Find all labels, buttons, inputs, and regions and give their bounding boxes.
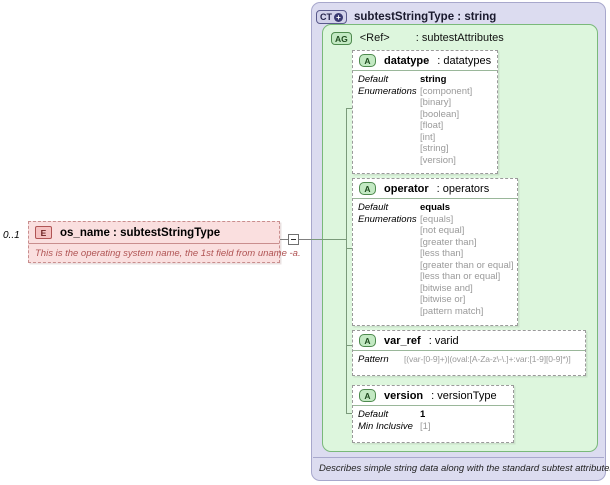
connector-branch-version xyxy=(346,413,353,414)
element-title: os_name : subtestStringType xyxy=(60,226,221,239)
enumeration-item: [float] xyxy=(420,120,444,131)
facet-value: string xyxy=(420,74,447,85)
facet-row: Min Inclusive [1] xyxy=(358,421,509,433)
enumeration-item: [int] xyxy=(420,131,436,143)
facet-value: 1 xyxy=(420,409,426,420)
element-badge-icon: E xyxy=(35,226,52,239)
element-documentation: This is the operating system name, the 1… xyxy=(35,248,301,259)
enumeration-item: [bitwise and] xyxy=(420,282,473,294)
attribute-type: : operators xyxy=(436,182,490,195)
attribute-name: version xyxy=(384,389,424,402)
attribute-box-version[interactable]: A version : versionType Default 1 Min In… xyxy=(352,385,514,443)
enumeration-item: [binary] xyxy=(420,97,452,108)
attribute-name: datatype xyxy=(384,54,430,67)
connector-trunk-horizontal xyxy=(311,239,346,240)
attribute-badge-icon: A xyxy=(359,182,376,195)
facet-row: Enumerations xyxy=(358,214,513,226)
expand-plus-icon[interactable]: + xyxy=(334,12,343,22)
attribute-type: : datatypes xyxy=(437,54,492,67)
connector-branch-operator xyxy=(346,248,353,249)
attribute-group-header: AG <Ref> : subtestAttributes xyxy=(331,30,504,46)
attribute-group-badge-icon: AG xyxy=(331,31,352,45)
connector-trunk-vertical xyxy=(346,108,347,413)
attribute-type: : varid xyxy=(428,334,459,347)
attribute-type: : versionType xyxy=(431,389,497,402)
element-box-os-name[interactable]: E os_name : subtestStringType This is th… xyxy=(28,221,301,263)
attribute-name: var_ref xyxy=(384,334,421,347)
attribute-name: operator xyxy=(384,182,429,195)
cardinality-label: 0..1 xyxy=(3,230,20,241)
facet-value: [(var-[0-9]+)|(oval:[A-Za-z\-\.]+:var:[1… xyxy=(404,354,571,364)
complex-type-footer: Describes simple string data along with … xyxy=(313,457,610,479)
facet-label: Default xyxy=(358,202,389,213)
enumeration-item: [pattern match] xyxy=(420,305,484,317)
attribute-body: Default string Enumerations [component][… xyxy=(353,71,497,170)
facet-value: [1] xyxy=(420,420,431,432)
facet-label: Pattern xyxy=(358,354,389,365)
attribute-header: A version : versionType xyxy=(353,386,513,406)
attribute-badge-icon: A xyxy=(359,389,376,402)
attribute-header: A datatype : datatypes xyxy=(353,51,497,71)
facet-label: Enumerations xyxy=(358,85,417,97)
enumeration-item: [version] xyxy=(420,154,456,166)
enumeration-item: [string] xyxy=(420,143,449,154)
enumeration-item: [less than] xyxy=(420,248,464,259)
connector-branch-datatype xyxy=(346,108,353,109)
facet-label: Default xyxy=(358,409,389,420)
collapse-toggle-minus-icon[interactable] xyxy=(288,234,299,245)
enumeration-list: [equals][not equal][greater than][less t… xyxy=(420,214,513,318)
enumeration-item: [bitwise or] xyxy=(420,294,466,305)
enumeration-item: [greater than] xyxy=(420,236,477,248)
facet-row: Default string xyxy=(358,74,493,86)
facet-label: Min Inclusive xyxy=(358,420,413,432)
attribute-box-var-ref[interactable]: A var_ref : varid Pattern [(var-[0-9]+)|… xyxy=(352,330,586,376)
complex-type-badge-label: CT xyxy=(320,12,332,22)
connector-branch-varref xyxy=(346,345,353,346)
connector-element-to-collapse xyxy=(280,239,288,240)
facet-value: equals xyxy=(420,202,451,213)
complex-type-title: subtestStringType : string xyxy=(354,11,497,23)
enumeration-item: [equals] xyxy=(420,213,454,225)
complex-type-header: CT+ subtestStringType : string xyxy=(316,7,496,27)
complex-type-badge-icon: CT+ xyxy=(316,10,347,24)
facet-label: Default xyxy=(358,74,389,85)
attribute-header: A operator : operators xyxy=(353,179,517,199)
facet-row: Default equals xyxy=(358,202,513,214)
enumeration-item: [not equal] xyxy=(420,225,465,236)
enumeration-item: [component] xyxy=(420,85,473,97)
attribute-group-ref: <Ref> xyxy=(359,32,390,44)
attribute-header: A var_ref : varid xyxy=(353,331,585,351)
facet-row: Enumerations xyxy=(358,86,493,98)
complex-type-annotation: Describes simple string data along with … xyxy=(319,463,610,474)
attribute-box-datatype[interactable]: A datatype : datatypes Default string En… xyxy=(352,50,498,174)
attribute-box-operator[interactable]: A operator : operators Default equals En… xyxy=(352,178,518,326)
enumeration-item: [greater than or equal] xyxy=(420,259,514,271)
attribute-badge-icon: A xyxy=(359,334,376,347)
enumeration-item: [boolean] xyxy=(420,108,460,120)
connector-collapse-to-panel xyxy=(299,239,311,240)
attribute-body: Pattern [(var-[0-9]+)|(oval:[A-Za-z\-\.]… xyxy=(353,351,585,370)
facet-row: Default 1 xyxy=(358,409,509,421)
facet-label: Enumerations xyxy=(358,213,417,225)
facet-row: Pattern [(var-[0-9]+)|(oval:[A-Za-z\-\.]… xyxy=(358,354,581,366)
attribute-group-type: : subtestAttributes xyxy=(415,32,504,44)
enumeration-item: [less than or equal] xyxy=(420,271,501,282)
attribute-body: Default equals Enumerations [equals][not… xyxy=(353,199,517,321)
enumeration-list: [component][binary][boolean][float][int]… xyxy=(420,86,493,167)
attribute-body: Default 1 Min Inclusive [1] xyxy=(353,406,513,436)
attribute-badge-icon: A xyxy=(359,54,376,67)
element-header: E os_name : subtestStringType xyxy=(29,222,279,244)
